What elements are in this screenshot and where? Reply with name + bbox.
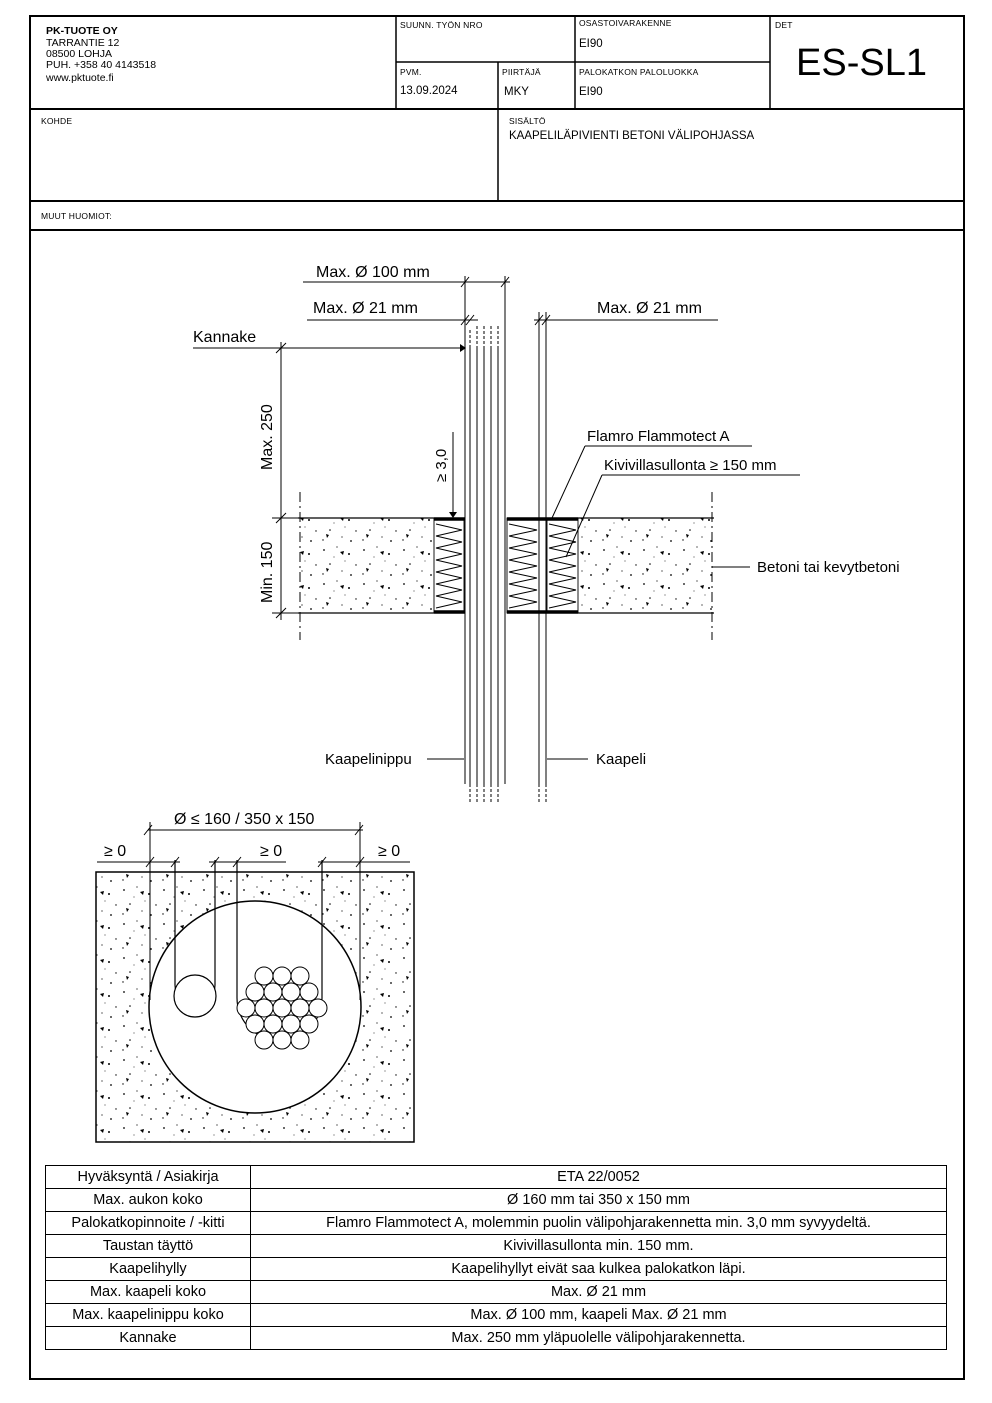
dim-gap-right-text: ≥ 0 bbox=[378, 843, 400, 860]
spec-value: Kivivillasullonta min. 150 mm. bbox=[250, 1234, 947, 1258]
paloluokka-label: PALOKATKON PALOLUOKKA bbox=[579, 67, 699, 77]
paloluokka-value: EI90 bbox=[579, 86, 603, 98]
title-block-grid bbox=[29, 15, 965, 231]
bundle-label: Kaapelinippu bbox=[325, 751, 412, 768]
spec-key: Hyväksyntä / Asiakirja bbox=[45, 1165, 251, 1189]
osasto-label: OSASTOIVARAKENNE bbox=[579, 18, 672, 28]
det-value: ES-SL1 bbox=[796, 42, 927, 84]
det-label: DET bbox=[775, 20, 793, 30]
fire-coating bbox=[434, 517, 578, 614]
piirtaja-value: MKY bbox=[504, 86, 529, 98]
company-address: TARRANTIE 12 bbox=[46, 37, 120, 49]
company-block: PK-TUOTE OY TARRANTIE 12 08500 LOHJA PUH… bbox=[46, 24, 156, 86]
dim-bundle-text: Max. Ø 100 mm bbox=[316, 264, 430, 281]
concrete-slab-right bbox=[578, 518, 712, 613]
concrete-slab-left bbox=[300, 518, 434, 613]
dim-cable-left-text: Max. Ø 21 mm bbox=[313, 300, 418, 317]
spec-key: Kannake bbox=[45, 1326, 251, 1350]
wool-label: Kivivillasullonta ≥ 150 mm bbox=[604, 457, 776, 474]
dim-support-text: Max. 250 bbox=[259, 404, 276, 470]
dim-gap-mid-text: ≥ 0 bbox=[260, 843, 282, 860]
cable-label: Kaapeli bbox=[596, 751, 646, 768]
spec-value: Max. Ø 21 mm bbox=[250, 1280, 947, 1304]
drawing-frame bbox=[29, 15, 965, 1380]
support-label: Kannake bbox=[193, 329, 256, 346]
osasto-value: EI90 bbox=[579, 38, 603, 50]
dim-slab-text: Min. 150 bbox=[259, 542, 276, 603]
dim-cable-right-text: Max. Ø 21 mm bbox=[597, 300, 702, 317]
spec-key: Taustan täyttö bbox=[45, 1234, 251, 1258]
dim-opening-text: Ø ≤ 160 / 350 x 150 bbox=[174, 811, 315, 828]
plan-bundle-cables bbox=[236, 966, 328, 1050]
plan-drawing: Ø ≤ 160 / 350 x 150 ≥ 0 ≥ 0 ≥ 0 bbox=[95, 811, 415, 1143]
company-postal: 08500 LOHJA bbox=[46, 48, 112, 60]
spec-key: Max. aukon koko bbox=[45, 1188, 251, 1212]
suunn-label: SUUNN. TYÖN NRO bbox=[400, 20, 483, 30]
support-arrow bbox=[460, 344, 466, 352]
kohde-label: KOHDE bbox=[41, 116, 73, 126]
company-phone: PUH. +358 40 4143518 bbox=[46, 59, 157, 71]
spec-key: Max. kaapeli koko bbox=[45, 1280, 251, 1304]
muut-label: MUUT HUOMIOT: bbox=[41, 211, 112, 221]
single-cable bbox=[538, 312, 547, 802]
piirtaja-label: PIIRTÄJÄ bbox=[502, 67, 541, 77]
spec-value: Kaapelihyllyt eivät saa kulkea palokatko… bbox=[250, 1257, 947, 1281]
dim-depth-text: ≥ 3,0 bbox=[433, 449, 450, 482]
coating-label: Flamro Flammotect A bbox=[587, 428, 730, 445]
spec-key: Kaapelihylly bbox=[45, 1257, 251, 1281]
spec-value: Max. 250 mm yläpuolelle välipohjarakenne… bbox=[250, 1326, 947, 1350]
company-name: PK-TUOTE OY bbox=[46, 25, 118, 37]
spec-value: Flamro Flammotect A, molemmin puolin väl… bbox=[250, 1211, 947, 1235]
cable-bundle bbox=[464, 276, 506, 802]
pvm-label: PVM. bbox=[400, 67, 422, 77]
mineral-wool-fill bbox=[433, 517, 579, 614]
depth-arrow bbox=[449, 512, 457, 518]
pvm-value: 13.09.2024 bbox=[400, 85, 458, 97]
sisalto-value: KAAPELILÄPIVIENTI BETONI VÄLIPOHJASSA bbox=[509, 130, 755, 142]
spec-key: Palokatkopinnoite / -kitti bbox=[45, 1211, 251, 1235]
dim-gap-left-text: ≥ 0 bbox=[104, 843, 126, 860]
sisalto-label: SISÄLTÖ bbox=[509, 116, 546, 126]
spec-value: Ø 160 mm tai 350 x 150 mm bbox=[250, 1188, 947, 1212]
slab-label: Betoni tai kevytbetoni bbox=[757, 559, 900, 576]
section-drawing: Max. Ø 100 mm Max. Ø 21 mm Max. Ø 21 mm … bbox=[193, 264, 900, 802]
spec-key: Max. kaapelinippu koko bbox=[45, 1303, 251, 1327]
spec-value: Max. Ø 100 mm, kaapeli Max. Ø 21 mm bbox=[250, 1303, 947, 1327]
spec-value: ETA 22/0052 bbox=[250, 1165, 947, 1189]
company-web: www.pktuote.fi bbox=[46, 72, 114, 84]
